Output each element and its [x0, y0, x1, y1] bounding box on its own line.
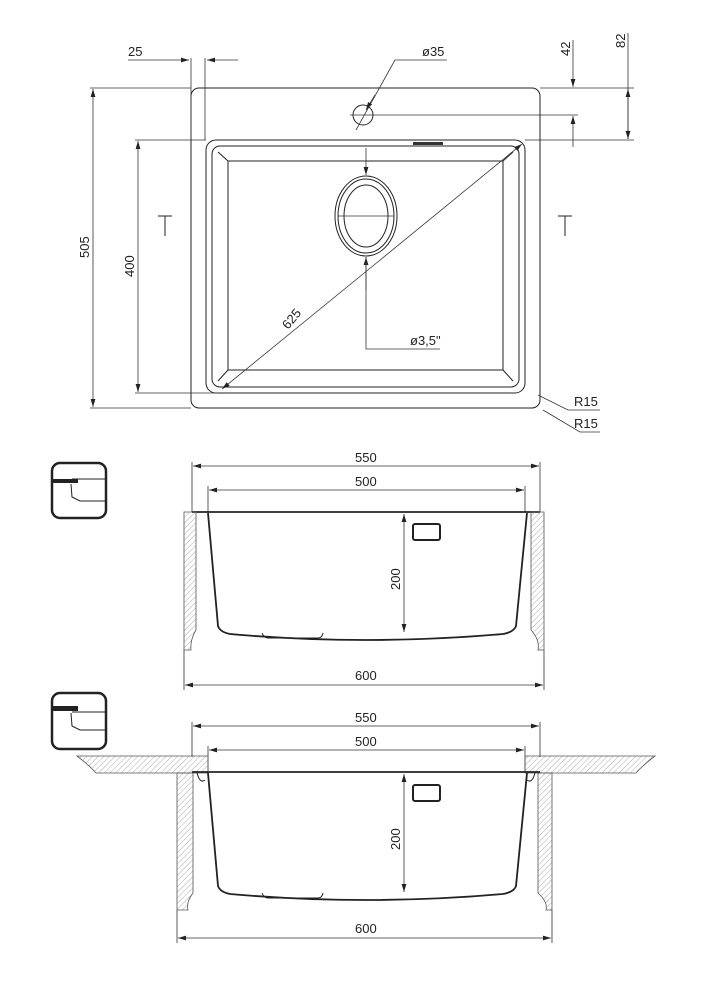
dim-82-label: 82	[613, 34, 628, 48]
bowl-floor	[227, 160, 504, 371]
drain-cover	[261, 892, 324, 899]
drain-label: ø3,5"	[410, 333, 441, 348]
bowl-profile	[207, 772, 528, 901]
dim-625-label: 625	[279, 306, 304, 332]
dim-550-label: 550	[355, 710, 377, 725]
dim-600-label: 600	[355, 668, 377, 683]
overflow-box	[412, 523, 441, 541]
cabinet-wall-right	[537, 772, 553, 911]
section-undermount: 550 500 200 600	[50, 450, 545, 690]
cabinet-wall-right	[530, 511, 545, 651]
dim-600-label: 600	[355, 921, 377, 936]
section-marker-left	[158, 215, 172, 236]
dim-42-label: 42	[558, 42, 573, 56]
tap-hole-label: ø35	[422, 44, 444, 59]
cabinet-wall-left	[183, 511, 197, 651]
overflow-box	[412, 784, 441, 802]
cabinet-wall-left	[176, 772, 194, 911]
radius-inner-label: R15	[574, 394, 598, 409]
dim-500-label: 500	[355, 734, 377, 749]
dim-500-label: 500	[355, 474, 377, 489]
dim-200-label: 200	[388, 568, 403, 590]
countertop-right	[524, 755, 657, 774]
radius-outer-label: R15	[574, 416, 598, 431]
dim-505-label: 505	[77, 236, 92, 258]
undermount-icon	[50, 461, 108, 520]
overflow-slot	[413, 142, 443, 145]
top-view: 25 ø35 42 82 505 400 625	[77, 33, 634, 433]
sink-outline	[190, 87, 541, 409]
dim-400-label: 400	[122, 255, 137, 277]
dim-550-label: 550	[355, 450, 377, 465]
dim-25-label: 25	[128, 44, 142, 59]
bowl-outline	[205, 139, 526, 394]
bowl-profile	[207, 512, 528, 641]
bowl-inner-rim	[211, 145, 520, 388]
section-marker-right	[558, 215, 572, 236]
flush-mount-icon	[50, 691, 108, 751]
drain	[334, 175, 398, 257]
dim-200-label: 200	[388, 828, 403, 850]
section-flush: 550 500 200 600	[50, 691, 657, 943]
drain-cover	[261, 632, 324, 639]
countertop-left	[75, 755, 209, 774]
